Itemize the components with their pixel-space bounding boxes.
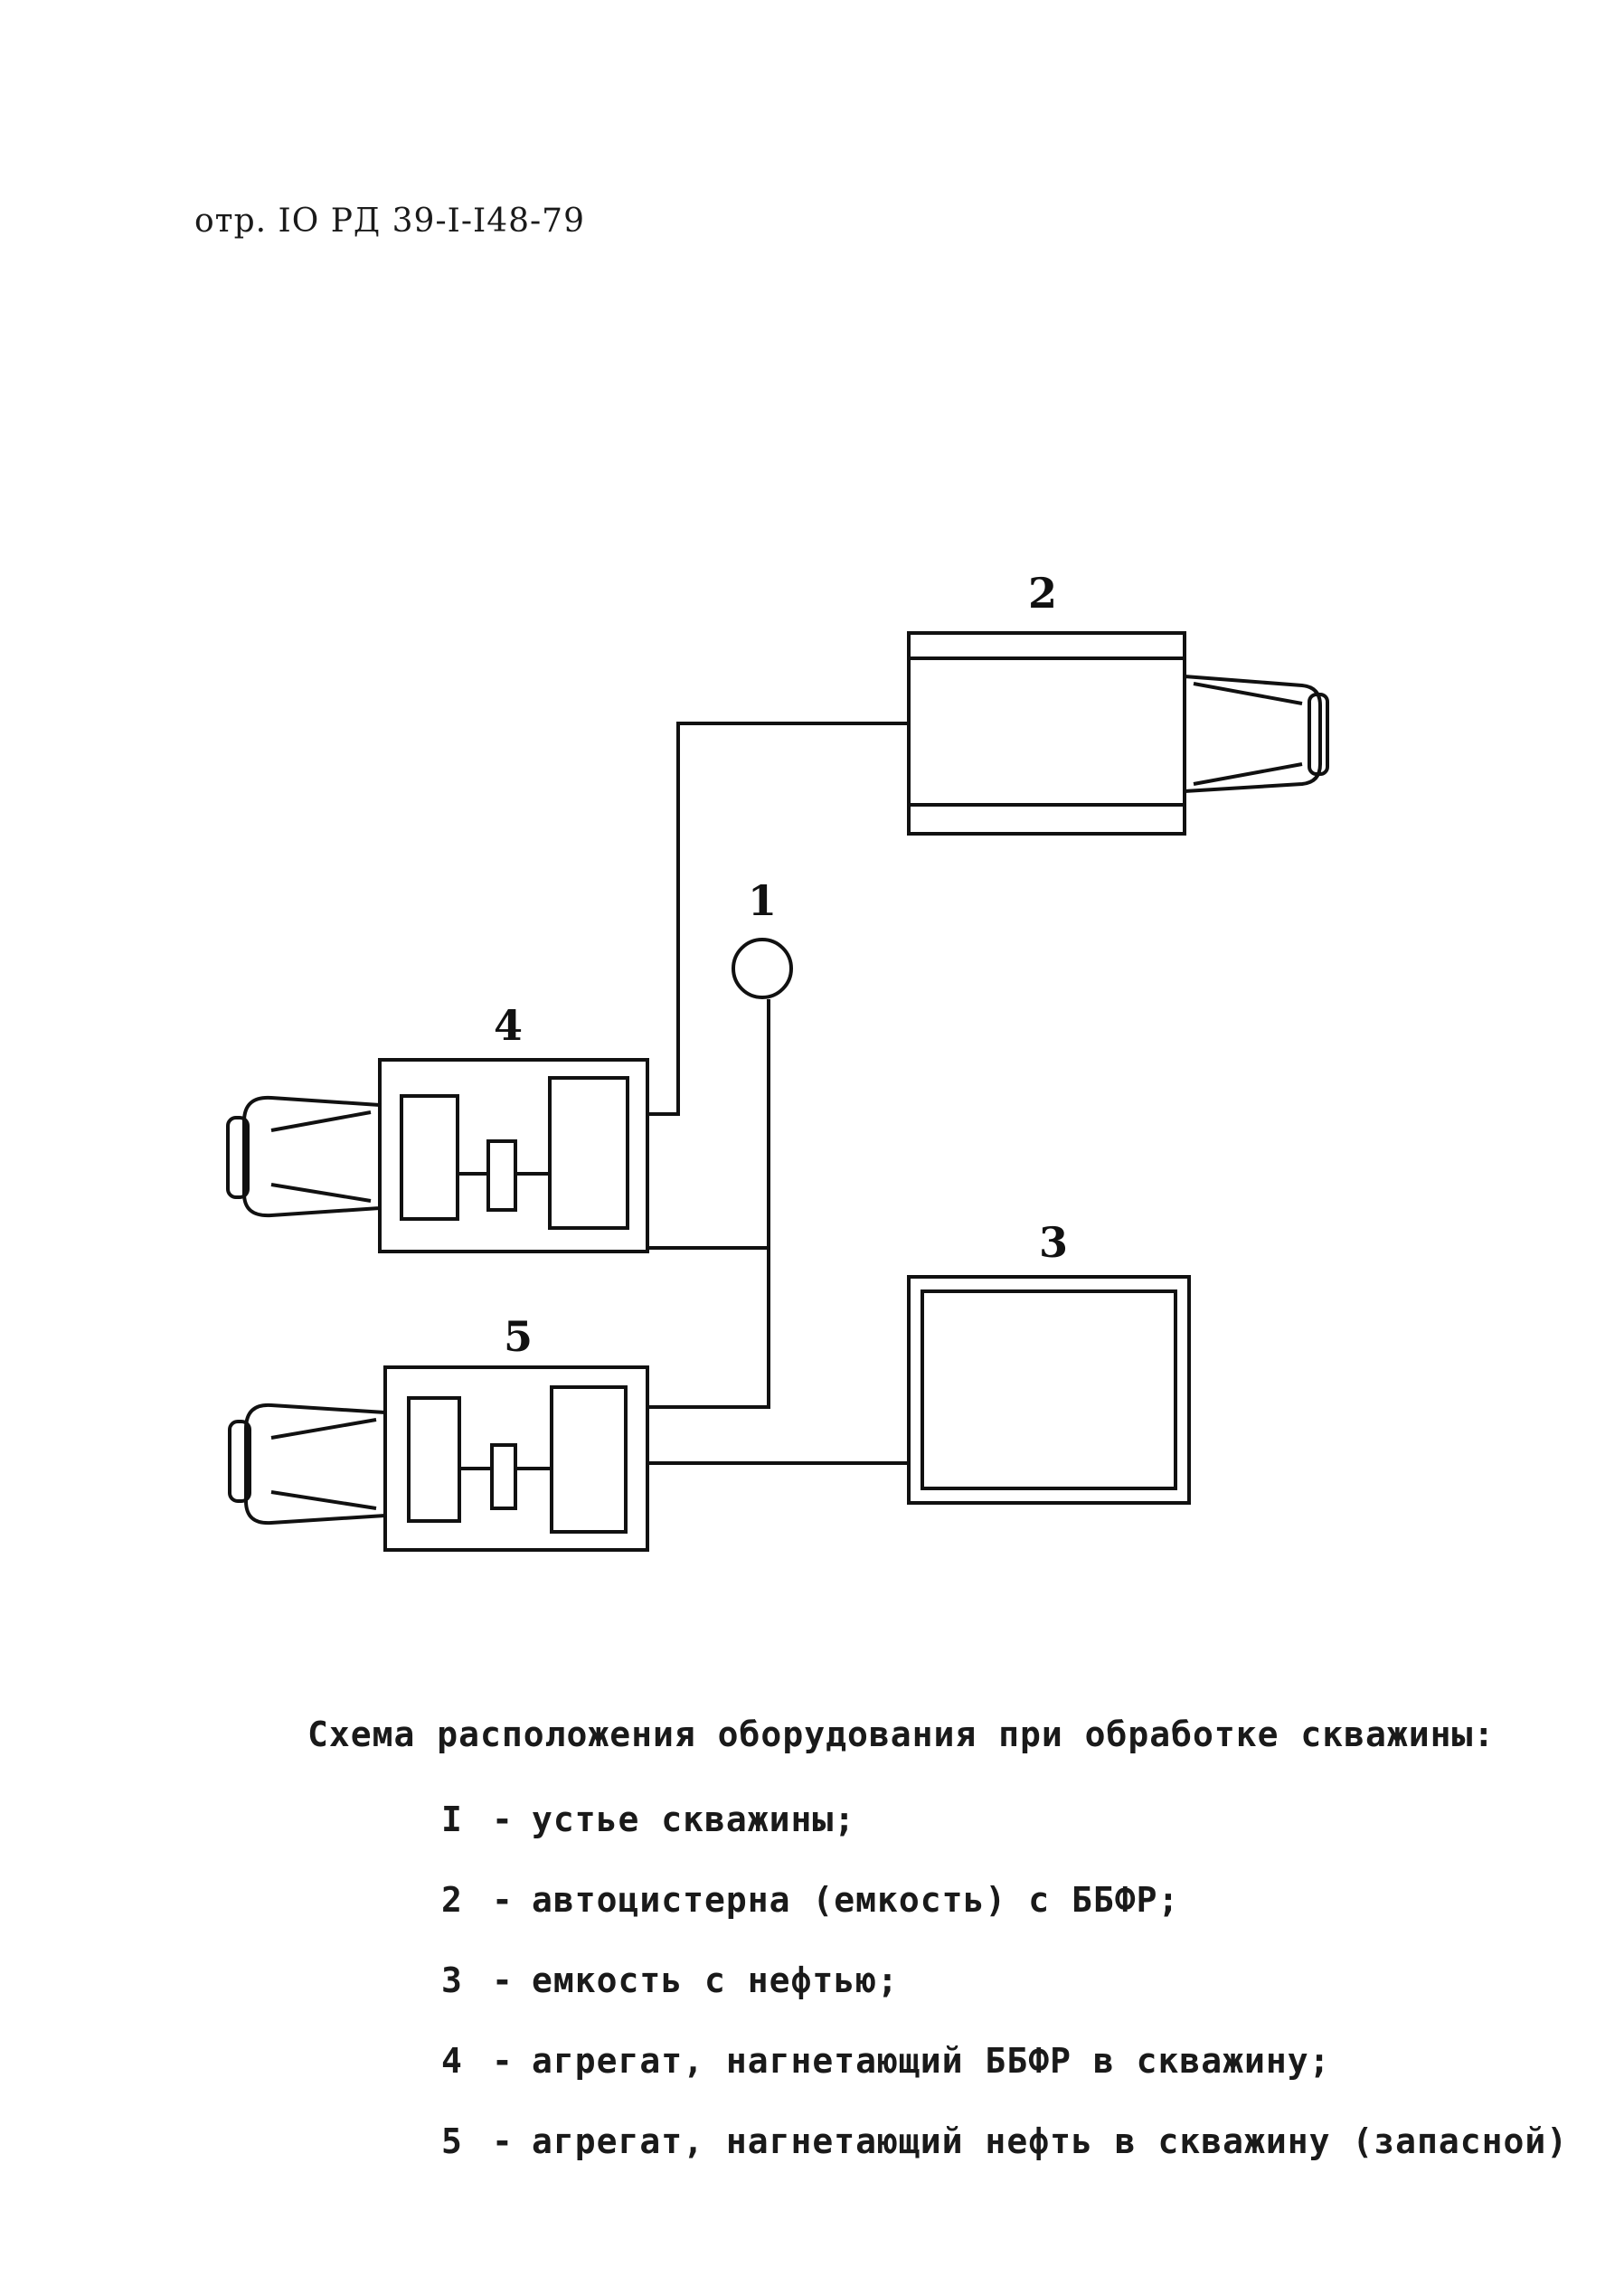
label-wellhead: 1	[748, 876, 777, 925]
legend-item: I-устье скважины;	[441, 1800, 1568, 1880]
pump-unit-5	[228, 1365, 649, 1552]
legend-item: 5-агрегат, нагнетающий нефть в скважину …	[441, 2121, 1568, 2202]
legend-dash: -	[492, 2041, 514, 2081]
legend-dash: -	[492, 1880, 514, 1920]
tanker-cab-line-2	[1193, 762, 1303, 786]
unit5-coupling	[490, 1443, 517, 1510]
tanker-cab-front	[1308, 693, 1329, 776]
label-pump-unit-5: 5	[504, 1312, 533, 1361]
legend-number: 2	[441, 1880, 463, 1920]
unit5-cab-line-2	[270, 1490, 377, 1510]
unit5-cab-line	[270, 1418, 377, 1440]
unit5-pump	[550, 1385, 628, 1534]
tanker-truck	[907, 631, 1329, 836]
legend-number: 3	[441, 1960, 463, 2000]
unit4-engine	[400, 1094, 459, 1221]
legend-dash: -	[492, 1800, 514, 1839]
unit4-cab-line-2	[270, 1183, 372, 1203]
unit5-cab-front	[228, 1420, 251, 1503]
unit4-pump	[548, 1076, 629, 1230]
tanker-cab-line	[1193, 682, 1303, 705]
diagram-caption: Схема расположения оборудования при обра…	[307, 1714, 1496, 1754]
unit4-cab-front	[226, 1116, 250, 1199]
legend-text: агрегат, нагнетающий ББФР в скважину;	[532, 2041, 1331, 2081]
page-reference: отр. IO РД 39-I-I48-79	[194, 203, 585, 240]
pump-unit-4	[226, 1058, 649, 1253]
oil-tank-outer	[907, 1275, 1191, 1505]
legend-number: I	[441, 1800, 463, 1839]
label-tanker: 2	[1028, 569, 1057, 618]
wellhead-circle	[732, 938, 793, 999]
legend-item: 4-агрегат, нагнетающий ББФР в скважину;	[441, 2041, 1568, 2121]
legend-number: 5	[441, 2121, 463, 2161]
legend-text: автоцистерна (емкость) с ББФР;	[532, 1880, 1180, 1920]
pipe-unit4-to-wellhead	[647, 999, 770, 1250]
legend-text: устье скважины;	[532, 1800, 856, 1839]
legend-list: I-устье скважины; 2-автоцистерна (емкост…	[441, 1800, 1568, 2202]
unit4-cab-line	[270, 1110, 372, 1132]
unit4-coupling	[486, 1139, 517, 1212]
label-pump-unit-4: 4	[494, 1001, 523, 1050]
legend-dash: -	[492, 2121, 514, 2161]
unit5-engine	[407, 1396, 461, 1523]
legend-item: 2-автоцистерна (емкость) с ББФР;	[441, 1880, 1568, 1960]
legend-number: 4	[441, 2041, 463, 2081]
legend-text: емкость с нефтью;	[532, 1960, 899, 2000]
pipe-unit4-to-tanker	[647, 722, 909, 1116]
tanker-cab	[1183, 674, 1322, 794]
oil-tank-inner	[921, 1289, 1177, 1490]
label-oil-tank: 3	[1039, 1218, 1068, 1267]
oil-tank	[907, 1275, 1191, 1505]
legend-text: агрегат, нагнетающий нефть в скважину (з…	[532, 2121, 1569, 2161]
pipe-unit5-to-wellhead	[647, 1248, 770, 1409]
legend-item: 3-емкость с нефтью;	[441, 1960, 1568, 2041]
legend-dash: -	[492, 1960, 514, 2000]
